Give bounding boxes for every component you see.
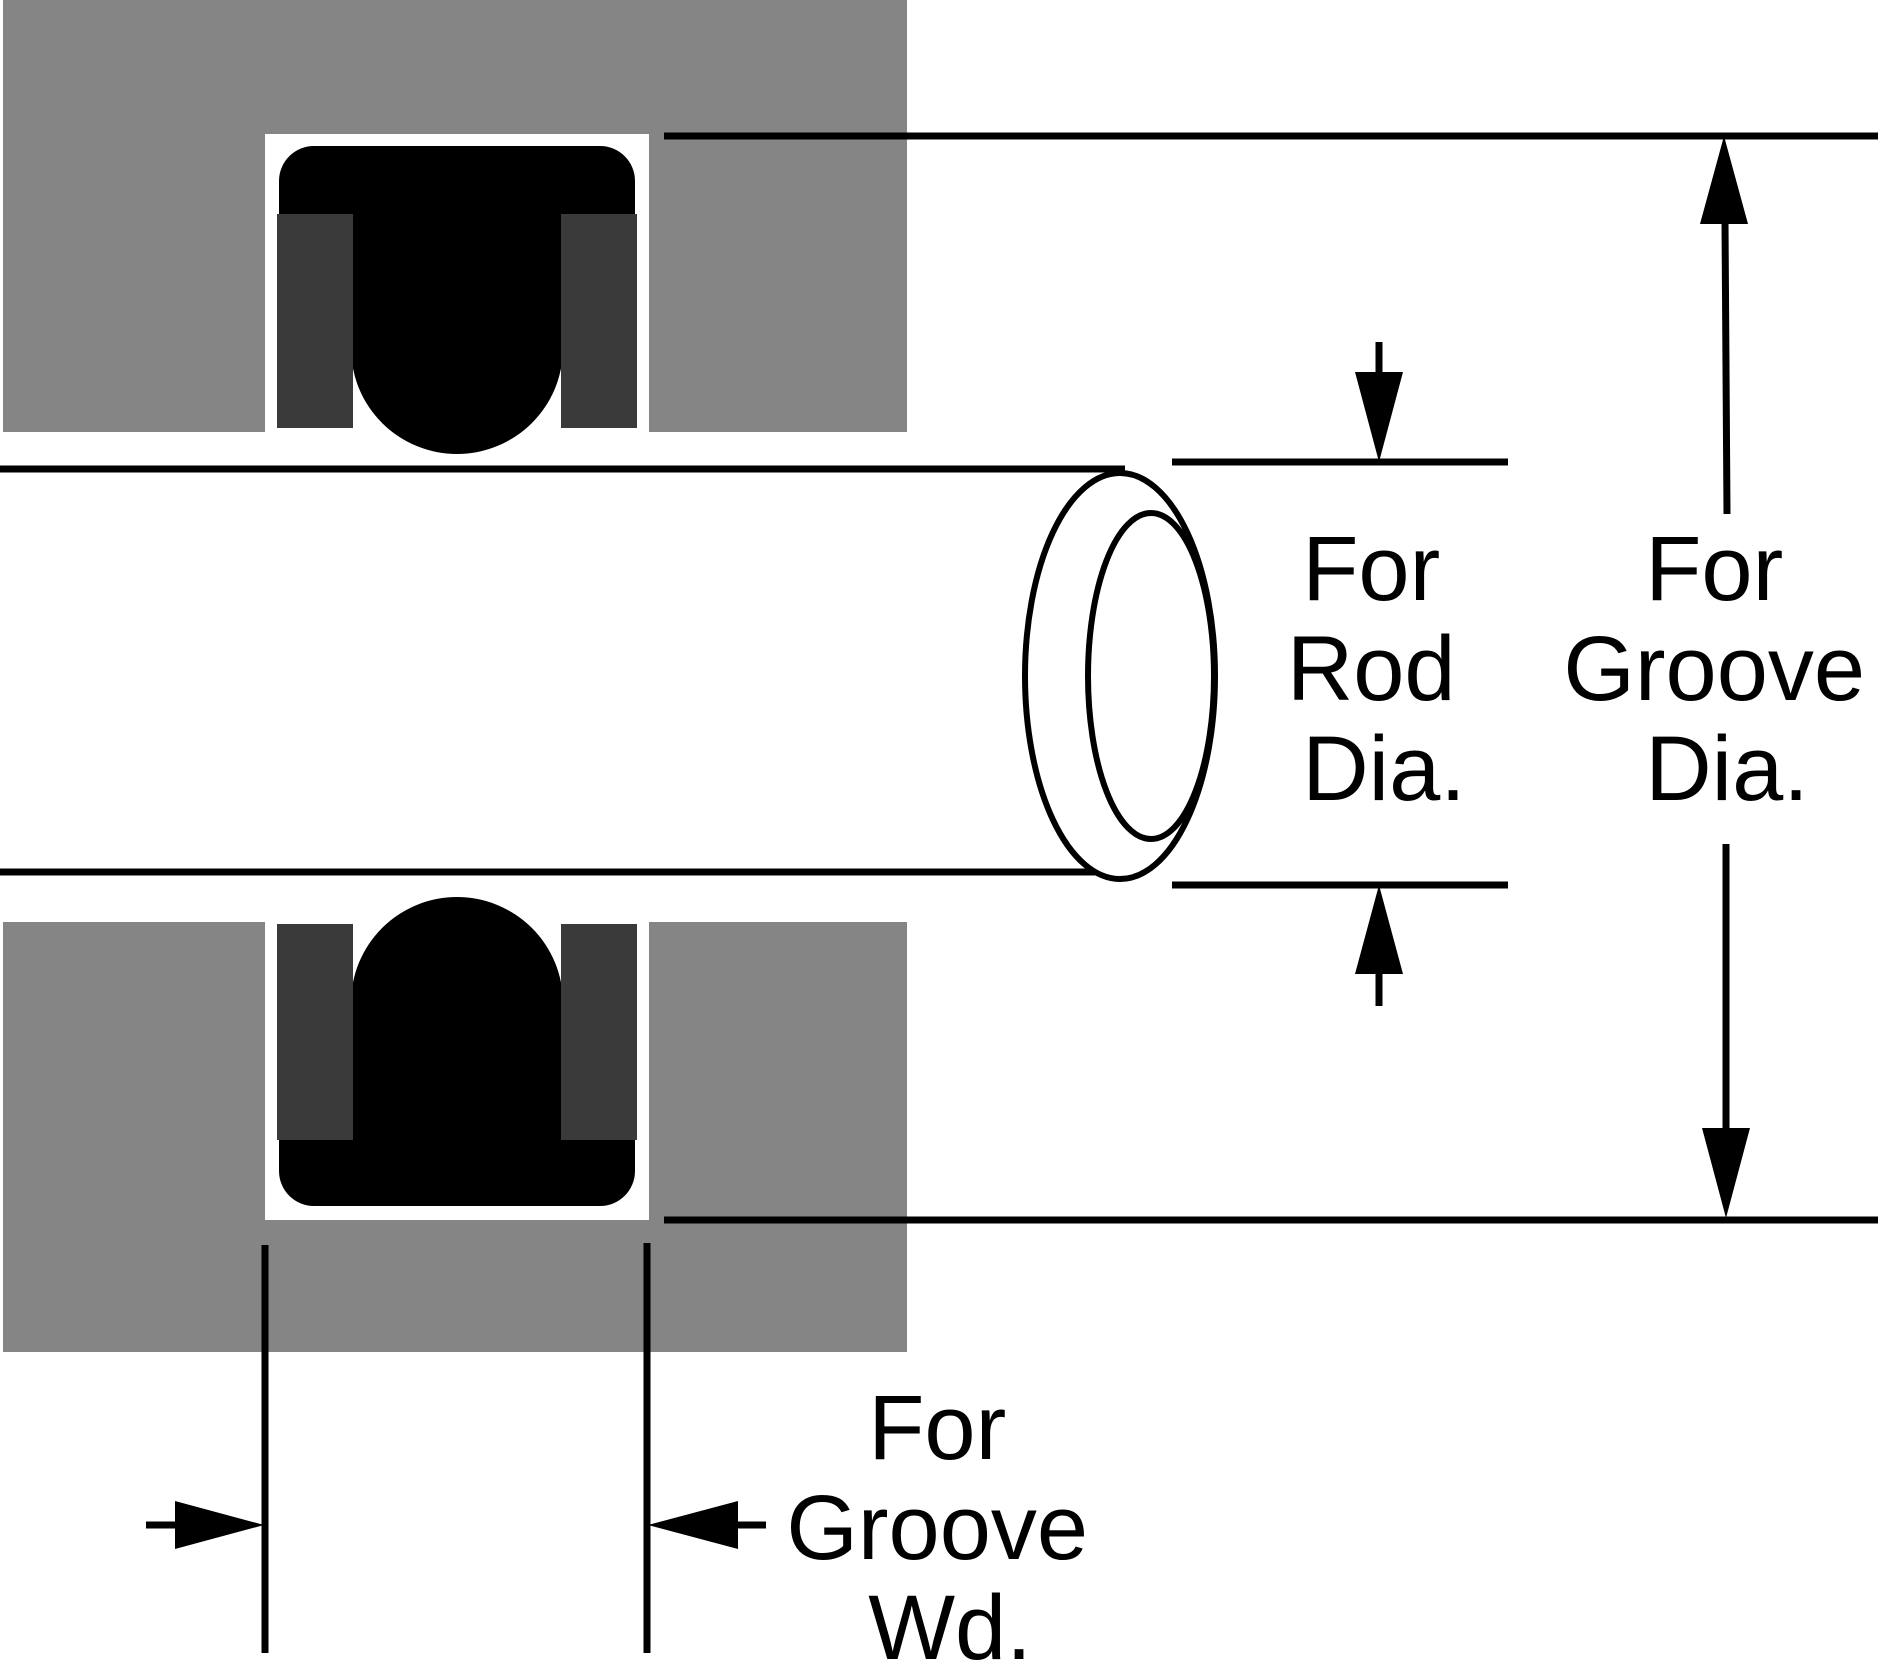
rod-dia-arrowhead-bottom [1355, 885, 1403, 974]
groove-wd-label-line-2: Groove [786, 1477, 1088, 1579]
groove-wd-arrowhead-right [648, 1501, 738, 1549]
upper-seal-body [279, 146, 635, 454]
upper-seal [277, 146, 637, 454]
groove-wd-arrowhead-left [175, 1501, 264, 1549]
groove-dia-arrow-top-shaft [1721, 221, 1731, 515]
rod-end-inner [1085, 510, 1217, 842]
upper-right-backup-ring [561, 214, 637, 428]
lower-left-backup-ring [277, 924, 353, 1140]
groove-wd-label: For Groove Wd. [786, 1377, 1113, 1661]
groove-dia-label-line-2: Groove [1563, 618, 1865, 720]
groove-wd-dimension [146, 1243, 766, 1653]
upper-left-backup-ring [277, 214, 353, 428]
rod-dia-label-line-1: For [1302, 518, 1440, 620]
lower-right-backup-ring [561, 924, 637, 1140]
groove-dia-label: For Groove Dia. [1563, 518, 1886, 820]
groove-dia-label-line-1: For [1645, 518, 1783, 620]
rod-dia-label: For Rod Dia. [1287, 518, 1481, 820]
groove-wd-label-line-3: Wd. [868, 1577, 1032, 1661]
rod-dia-dimension [1172, 342, 1508, 1006]
groove-dia-dimension [664, 132, 1878, 1224]
groove-dia-label-line-3: Dia. [1645, 718, 1809, 820]
groove-wd-label-line-1: For [868, 1377, 1006, 1479]
rod-dia-label-line-3: Dia. [1302, 718, 1466, 820]
rod [0, 465, 1218, 882]
rod-dia-arrowhead-top [1355, 372, 1403, 462]
groove-dia-arrowhead-top [1700, 136, 1748, 224]
groove-dia-arrowhead-bottom [1702, 1128, 1750, 1218]
lower-seal-body [279, 897, 635, 1206]
rod-dia-label-line-2: Rod [1287, 618, 1456, 720]
lower-seal [277, 897, 637, 1206]
